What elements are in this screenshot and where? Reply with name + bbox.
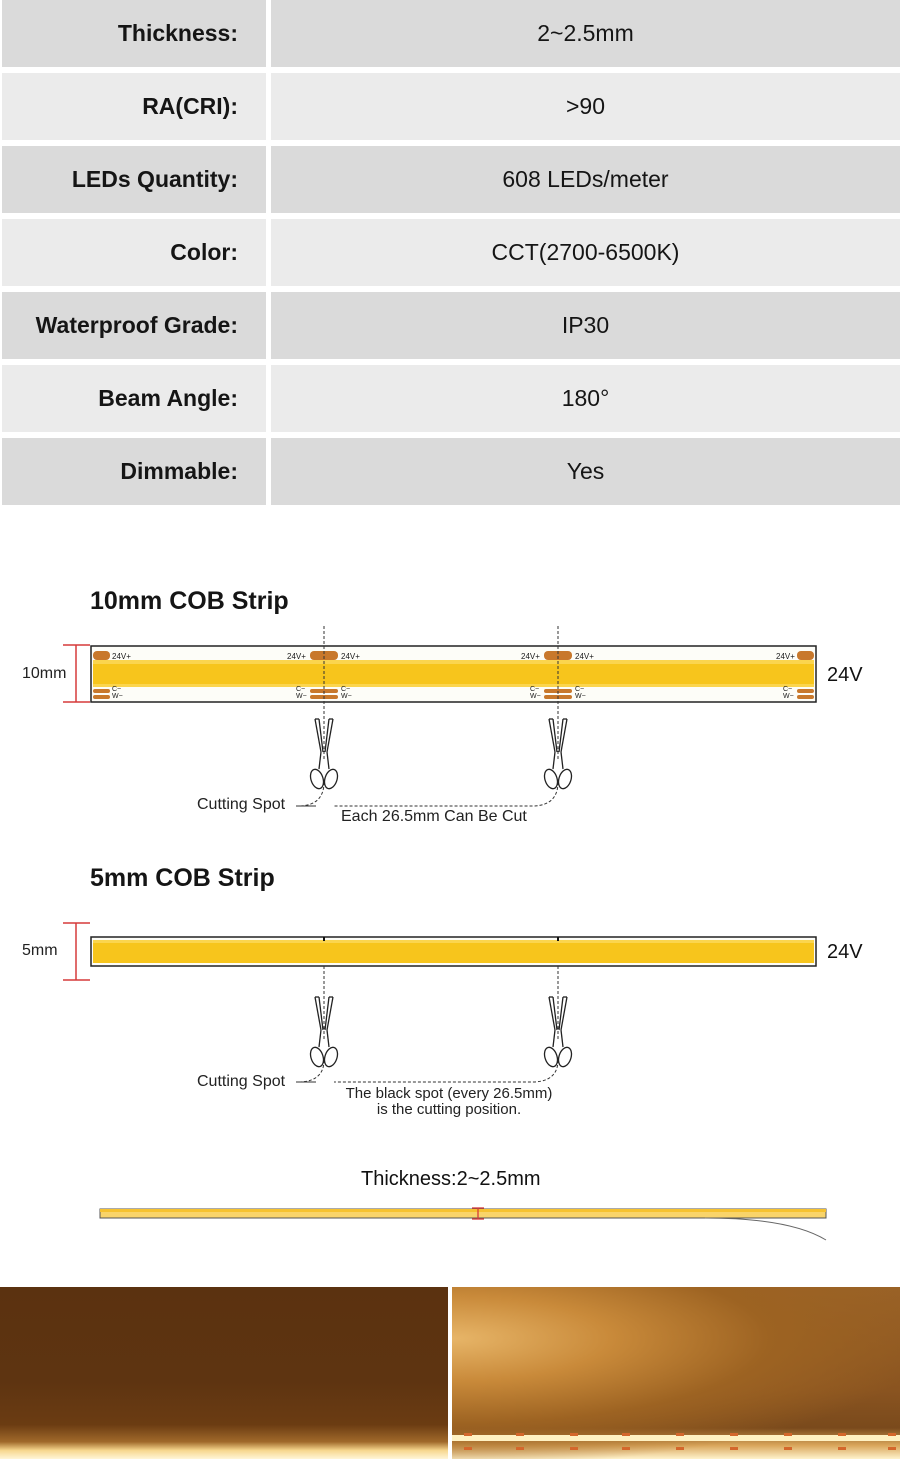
strip5-cut-note-line2: is the cutting position. xyxy=(376,1101,522,1118)
pad-label-plus: 24V+ xyxy=(287,652,306,661)
spec-value: CCT(2700-6500K) xyxy=(271,219,900,286)
strip-glow-photo-left xyxy=(0,1287,448,1459)
pad-label-minus: C−W− xyxy=(341,686,352,700)
spec-row-leds-quantity: LEDs Quantity: 608 LEDs/meter xyxy=(0,146,900,213)
strip5-voltage: 24V xyxy=(827,941,863,963)
pad-label-minus: C−W− xyxy=(296,686,307,700)
photo-divider xyxy=(448,1287,452,1459)
scissors-icon xyxy=(543,718,573,790)
spec-row-cri: RA(CRI): >90 xyxy=(0,73,900,140)
spec-row-thickness: Thickness: 2~2.5mm xyxy=(0,0,900,67)
strip10-width-label: 10mm xyxy=(22,665,67,682)
pad-label-plus: 24V+ xyxy=(776,652,795,661)
thickness-side-view xyxy=(99,1208,827,1241)
strip10-cut-lines xyxy=(299,626,559,807)
strip5-cut-note-line1: The black spot (every 26.5mm) xyxy=(345,1085,553,1102)
scissors-icon xyxy=(543,996,573,1068)
strip5-cut-marks xyxy=(323,937,559,941)
pad-label-minus: C−W− xyxy=(575,686,586,700)
scissors-icon xyxy=(309,996,339,1068)
pad-label-plus: 24V+ xyxy=(112,652,131,661)
pad-label-plus: 24V+ xyxy=(575,652,594,661)
strip10-cut-note: Each 26.5mm Can Be Cut xyxy=(341,808,527,825)
pad-label-minus: C−W− xyxy=(112,686,123,700)
strip-pads-row xyxy=(452,1433,900,1450)
pad-label-minus: C−W− xyxy=(530,686,541,700)
spec-row-beam-angle: Beam Angle: 180° xyxy=(0,365,900,432)
spec-value: 608 LEDs/meter xyxy=(271,146,900,213)
thickness-label: Thickness:2~2.5mm xyxy=(361,1168,541,1190)
spec-row-waterproof: Waterproof Grade: IP30 xyxy=(0,292,900,359)
strip10-title: 10mm COB Strip xyxy=(90,587,289,615)
strip5-body xyxy=(90,936,817,967)
strip10-body xyxy=(90,645,817,703)
spec-label: LEDs Quantity: xyxy=(2,146,266,213)
strip5-dimension-marker xyxy=(63,922,90,981)
strip-glow-photo-right xyxy=(452,1287,900,1459)
spec-value: Yes xyxy=(271,438,900,505)
spec-label: RA(CRI): xyxy=(2,73,266,140)
strip10-dimension-marker xyxy=(63,644,90,703)
spec-row-color: Color: CCT(2700-6500K) xyxy=(0,219,900,286)
strip5-cutting-spot-label: Cutting Spot xyxy=(197,1073,286,1090)
spec-value: IP30 xyxy=(271,292,900,359)
strip10-voltage: 24V xyxy=(827,664,863,686)
pad-label-minus: C−W− xyxy=(783,686,794,700)
pad-label-plus: 24V+ xyxy=(521,652,540,661)
spec-label: Thickness: xyxy=(2,0,266,67)
spec-value: 2~2.5mm xyxy=(271,0,900,67)
spec-value: >90 xyxy=(271,73,900,140)
strip5-cut-note: The black spot (every 26.5mm) is the cut… xyxy=(336,1086,562,1118)
strip5-cut-lines xyxy=(299,966,559,1083)
spec-label: Beam Angle: xyxy=(2,365,266,432)
strip10-cutting-spot-label: Cutting Spot xyxy=(197,796,286,813)
spec-row-dimmable: Dimmable: Yes xyxy=(0,438,900,505)
thickness-marker xyxy=(472,1207,484,1220)
spec-label: Waterproof Grade: xyxy=(2,292,266,359)
strip5-width-label: 5mm xyxy=(22,942,58,959)
pad-label-plus: 24V+ xyxy=(341,652,360,661)
spec-label: Dimmable: xyxy=(2,438,266,505)
strip5-title: 5mm COB Strip xyxy=(90,864,275,892)
spec-label: Color: xyxy=(2,219,266,286)
scissors-icon xyxy=(309,718,339,790)
spec-value: 180° xyxy=(271,365,900,432)
